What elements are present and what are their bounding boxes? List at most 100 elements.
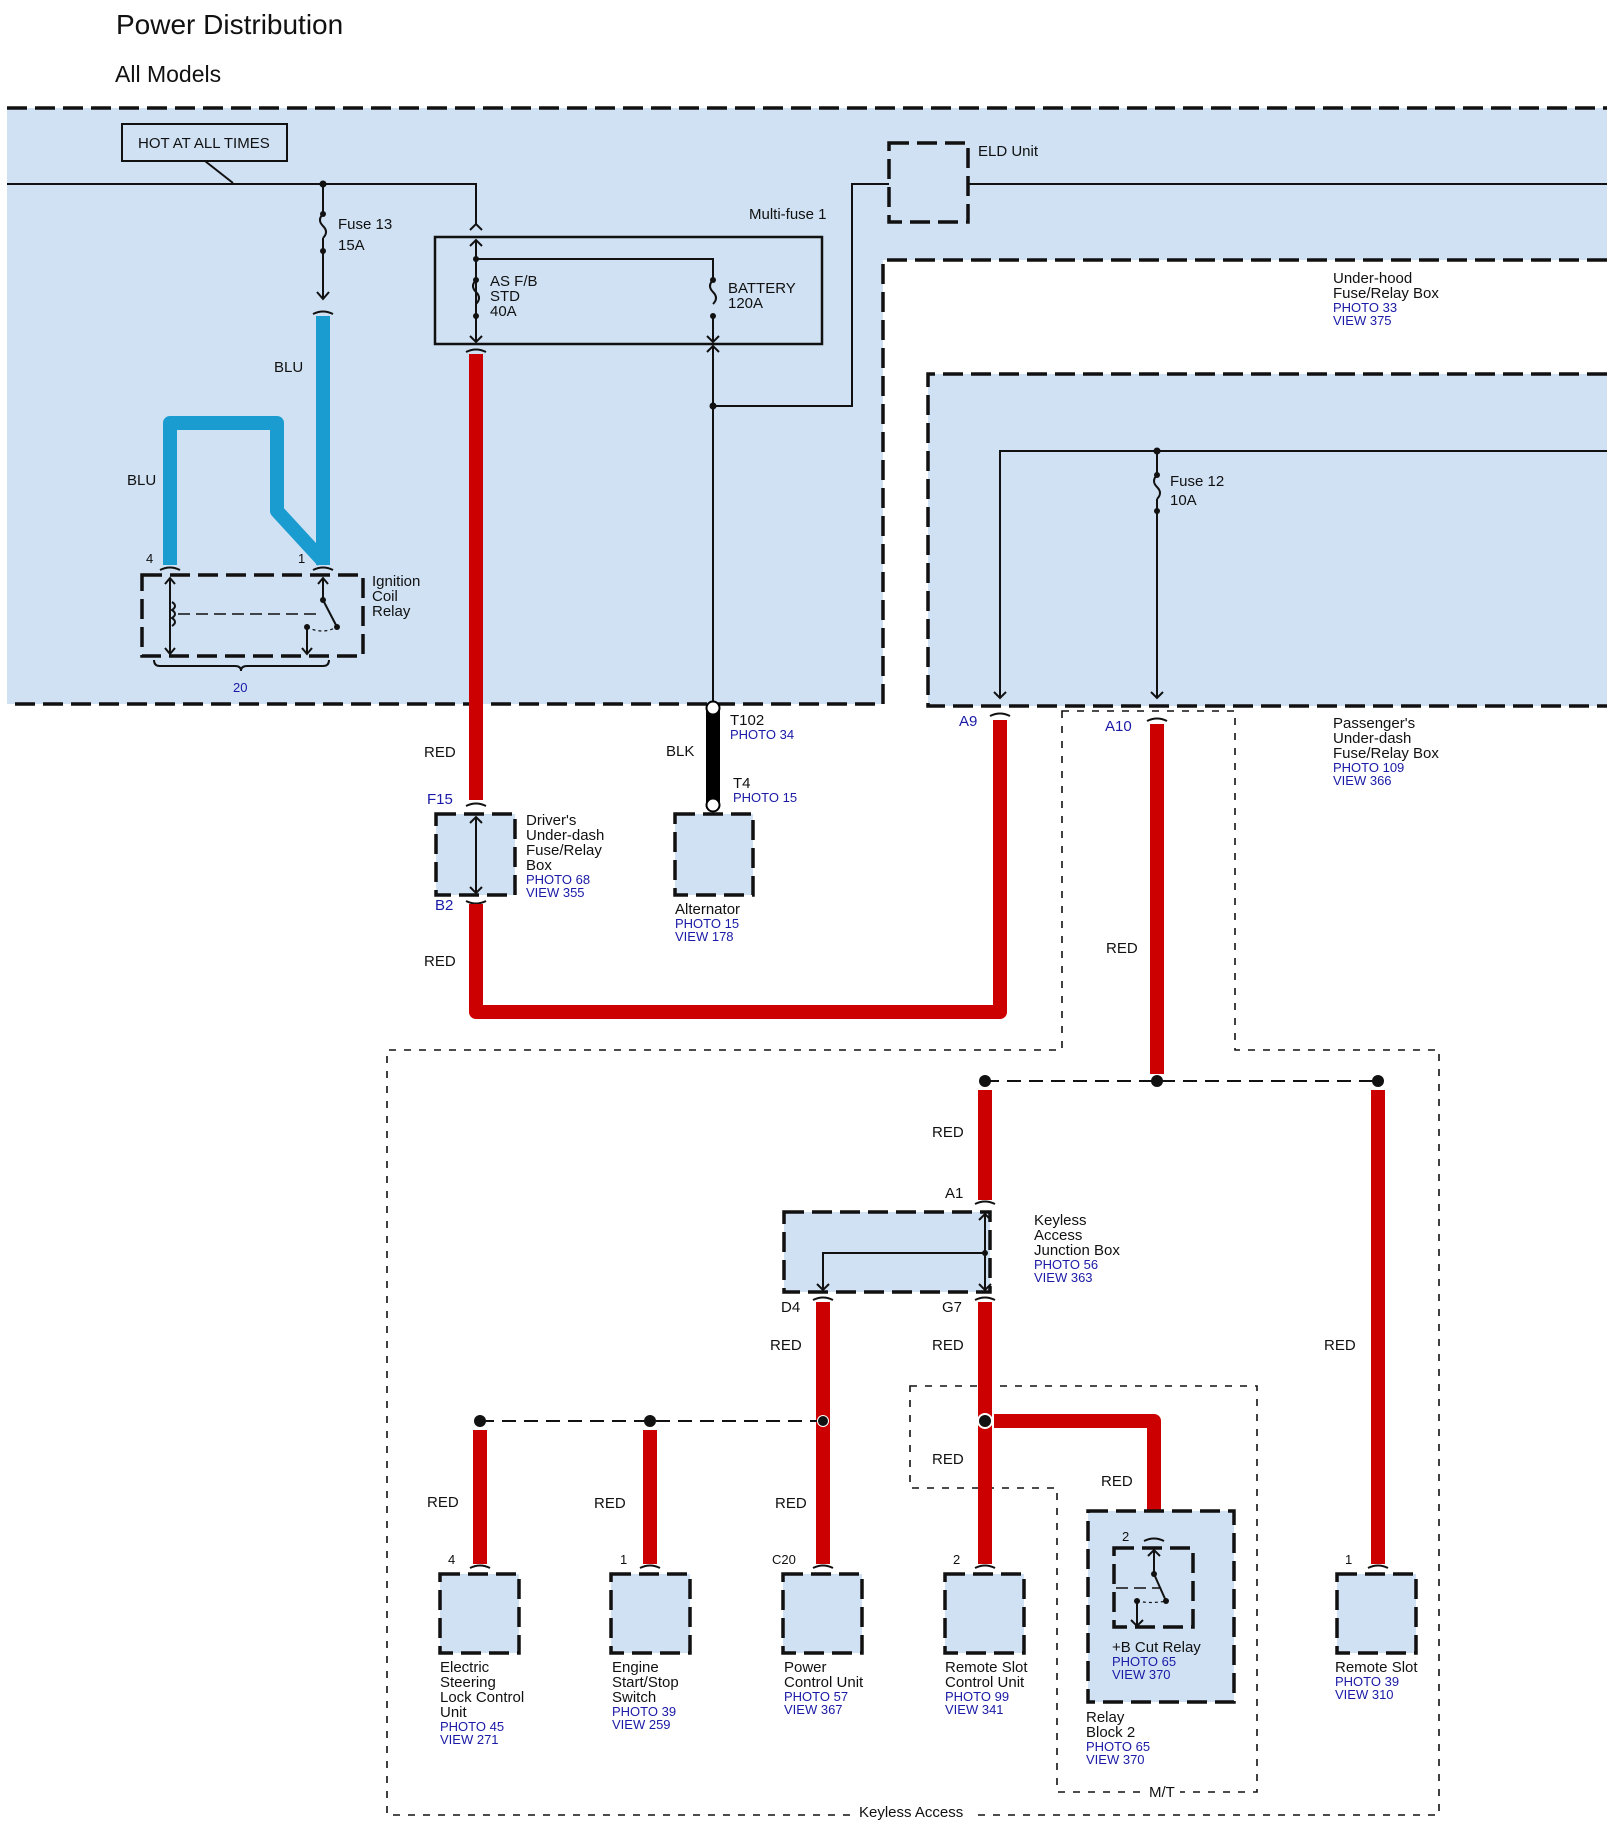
- drivers-box-line1: Driver's: [526, 812, 576, 829]
- battery-bus-line: [7, 183, 477, 224]
- relay-connector-number: 20: [233, 680, 247, 695]
- component-name: Start/Stop: [612, 1674, 679, 1691]
- page-title: Power Distribution: [116, 9, 343, 40]
- component-view-link[interactable]: VIEW 341: [945, 1702, 1004, 1717]
- multi-fuse-1-label: Multi-fuse 1: [749, 206, 827, 223]
- kajb-view[interactable]: VIEW 363: [1034, 1270, 1093, 1285]
- passenger-box-photo[interactable]: PHOTO 109: [1333, 760, 1404, 775]
- fuse-13-rating: 15A: [338, 237, 365, 254]
- wire-color-label: RED: [594, 1495, 626, 1512]
- component-photo-link[interactable]: PHOTO 57: [784, 1689, 848, 1704]
- component-pin: 1: [1345, 1552, 1352, 1567]
- ignition-coil-relay: [140, 566, 365, 658]
- drivers-box-line4: Box: [526, 857, 552, 874]
- component-photo-link[interactable]: PHOTO 99: [945, 1689, 1009, 1704]
- wire-color-label: RED: [775, 1495, 807, 1512]
- relay-block-view[interactable]: VIEW 370: [1086, 1752, 1145, 1767]
- fuse-12-rating: 10A: [1170, 492, 1197, 509]
- component-photo-link[interactable]: PHOTO 45: [440, 1719, 504, 1734]
- hot-at-all-times-box: [121, 123, 288, 162]
- mt-label: M/T: [1149, 1784, 1175, 1801]
- battery-fuse-line2: 120A: [728, 295, 763, 312]
- passenger-box-line1: Passenger's: [1333, 715, 1415, 732]
- alternator-label: Alternator: [675, 901, 740, 918]
- multi-fuse-1: [433, 222, 824, 346]
- component-engine-start-stop-switch: 1 Engine Start/Stop Switch PHOTO 39 VIEW…: [609, 1552, 692, 1732]
- hot-at-all-times-label: HOT AT ALL TIMES: [138, 135, 270, 152]
- passenger-box-line3: Fuse/Relay Box: [1333, 745, 1439, 762]
- component-view-link[interactable]: VIEW 259: [612, 1717, 671, 1732]
- drivers-pin-f15: F15: [427, 791, 453, 808]
- component-view-link[interactable]: VIEW 367: [784, 1702, 843, 1717]
- eld-unit-box: [887, 141, 970, 224]
- terminal-t4: [705, 797, 721, 813]
- component-name: Unit: [440, 1704, 468, 1721]
- drivers-box-view[interactable]: VIEW 355: [526, 885, 585, 900]
- component-photo-link[interactable]: PHOTO 39: [612, 1704, 676, 1719]
- eld-sense-line: [713, 183, 889, 407]
- wire-color-label: BLU: [127, 472, 156, 489]
- component-name: Switch: [612, 1689, 656, 1706]
- kajb-line3: Junction Box: [1034, 1242, 1120, 1259]
- passenger-box-view[interactable]: VIEW 366: [1333, 773, 1392, 788]
- blu-wire-loop: [163, 416, 329, 566]
- relay-name-line1: Ignition: [372, 573, 420, 590]
- underhood-box-photo[interactable]: PHOTO 33: [1333, 300, 1397, 315]
- fuse-13: [316, 184, 330, 301]
- b-cut-relay-photo-link[interactable]: PHOTO 65: [1112, 1654, 1176, 1669]
- underhood-box-line2: Fuse/Relay Box: [1333, 285, 1439, 302]
- passenger-box-line2: Under-dash: [1333, 730, 1411, 747]
- red-wire-b2-to-a9: [469, 720, 1007, 1019]
- page-subtitle: All Models: [115, 61, 221, 87]
- splice-dot: [979, 1075, 991, 1087]
- component-pin: 1: [620, 1552, 627, 1567]
- terminal-t102: [705, 700, 721, 716]
- underhood-region-border: [7, 106, 1607, 706]
- alternator-view[interactable]: VIEW 178: [675, 929, 734, 944]
- underhood-box-line1: Under-hood: [1333, 270, 1412, 287]
- fuse-13-name: Fuse 13: [338, 216, 392, 233]
- relay-block-line1: Relay: [1086, 1709, 1125, 1726]
- mt-region: [909, 1385, 1258, 1793]
- underhood-box-view[interactable]: VIEW 375: [1333, 313, 1392, 328]
- wire-color-label: RED: [932, 1451, 964, 1468]
- component-name: Remote Slot: [945, 1659, 1028, 1676]
- b-cut-relay-view-link[interactable]: VIEW 370: [1112, 1667, 1171, 1682]
- kajb-pin-g7: G7: [942, 1299, 962, 1316]
- component-power-control-unit: C20 Power Control Unit PHOTO 57 VIEW 367: [772, 1552, 864, 1717]
- relay-pin-1: 1: [298, 551, 305, 566]
- drivers-box-line3: Fuse/Relay: [526, 842, 602, 859]
- component-name: Control Unit: [784, 1674, 864, 1691]
- relay-block-line2: Block 2: [1086, 1724, 1135, 1741]
- t4-photo[interactable]: PHOTO 15: [733, 790, 797, 805]
- red-wire-b-cut-relay: [994, 1414, 1161, 1535]
- battery-fuse-line1: BATTERY: [728, 280, 796, 297]
- kajb-photo[interactable]: PHOTO 56: [1034, 1257, 1098, 1272]
- component-pin: 4: [448, 1552, 455, 1567]
- component-view-link[interactable]: VIEW 310: [1335, 1687, 1394, 1702]
- asfb-fuse-line2: STD: [490, 288, 520, 305]
- component-name: Remote Slot: [1335, 1659, 1418, 1676]
- relay-block-photo[interactable]: PHOTO 65: [1086, 1739, 1150, 1754]
- component-remote-slot: 1 Remote Slot PHOTO 39 VIEW 310: [1335, 1552, 1418, 1702]
- splice-dot: [1372, 1075, 1384, 1087]
- splice-dot: [474, 1415, 486, 1427]
- drivers-box-line2: Under-dash: [526, 827, 604, 844]
- component-photo-link[interactable]: PHOTO 39: [1335, 1674, 1399, 1689]
- wire-color-label: RED: [1324, 1337, 1356, 1354]
- relay-pin-4: 4: [146, 551, 153, 566]
- t102-label: T102: [730, 712, 764, 729]
- kajb-line1: Keyless: [1034, 1212, 1087, 1229]
- alternator-photo[interactable]: PHOTO 15: [675, 916, 739, 931]
- fuse-12-name: Fuse 12: [1170, 473, 1224, 490]
- drivers-box-photo[interactable]: PHOTO 68: [526, 872, 590, 887]
- passenger-region-border: [926, 372, 1607, 708]
- component-view-link[interactable]: VIEW 271: [440, 1732, 499, 1747]
- splice-dot: [644, 1415, 656, 1427]
- t102-photo[interactable]: PHOTO 34: [730, 727, 794, 742]
- component-pin: 2: [953, 1552, 960, 1567]
- wire-color-label: RED: [427, 1494, 459, 1511]
- splice-dot: [979, 1415, 991, 1427]
- component-name: Engine: [612, 1659, 659, 1676]
